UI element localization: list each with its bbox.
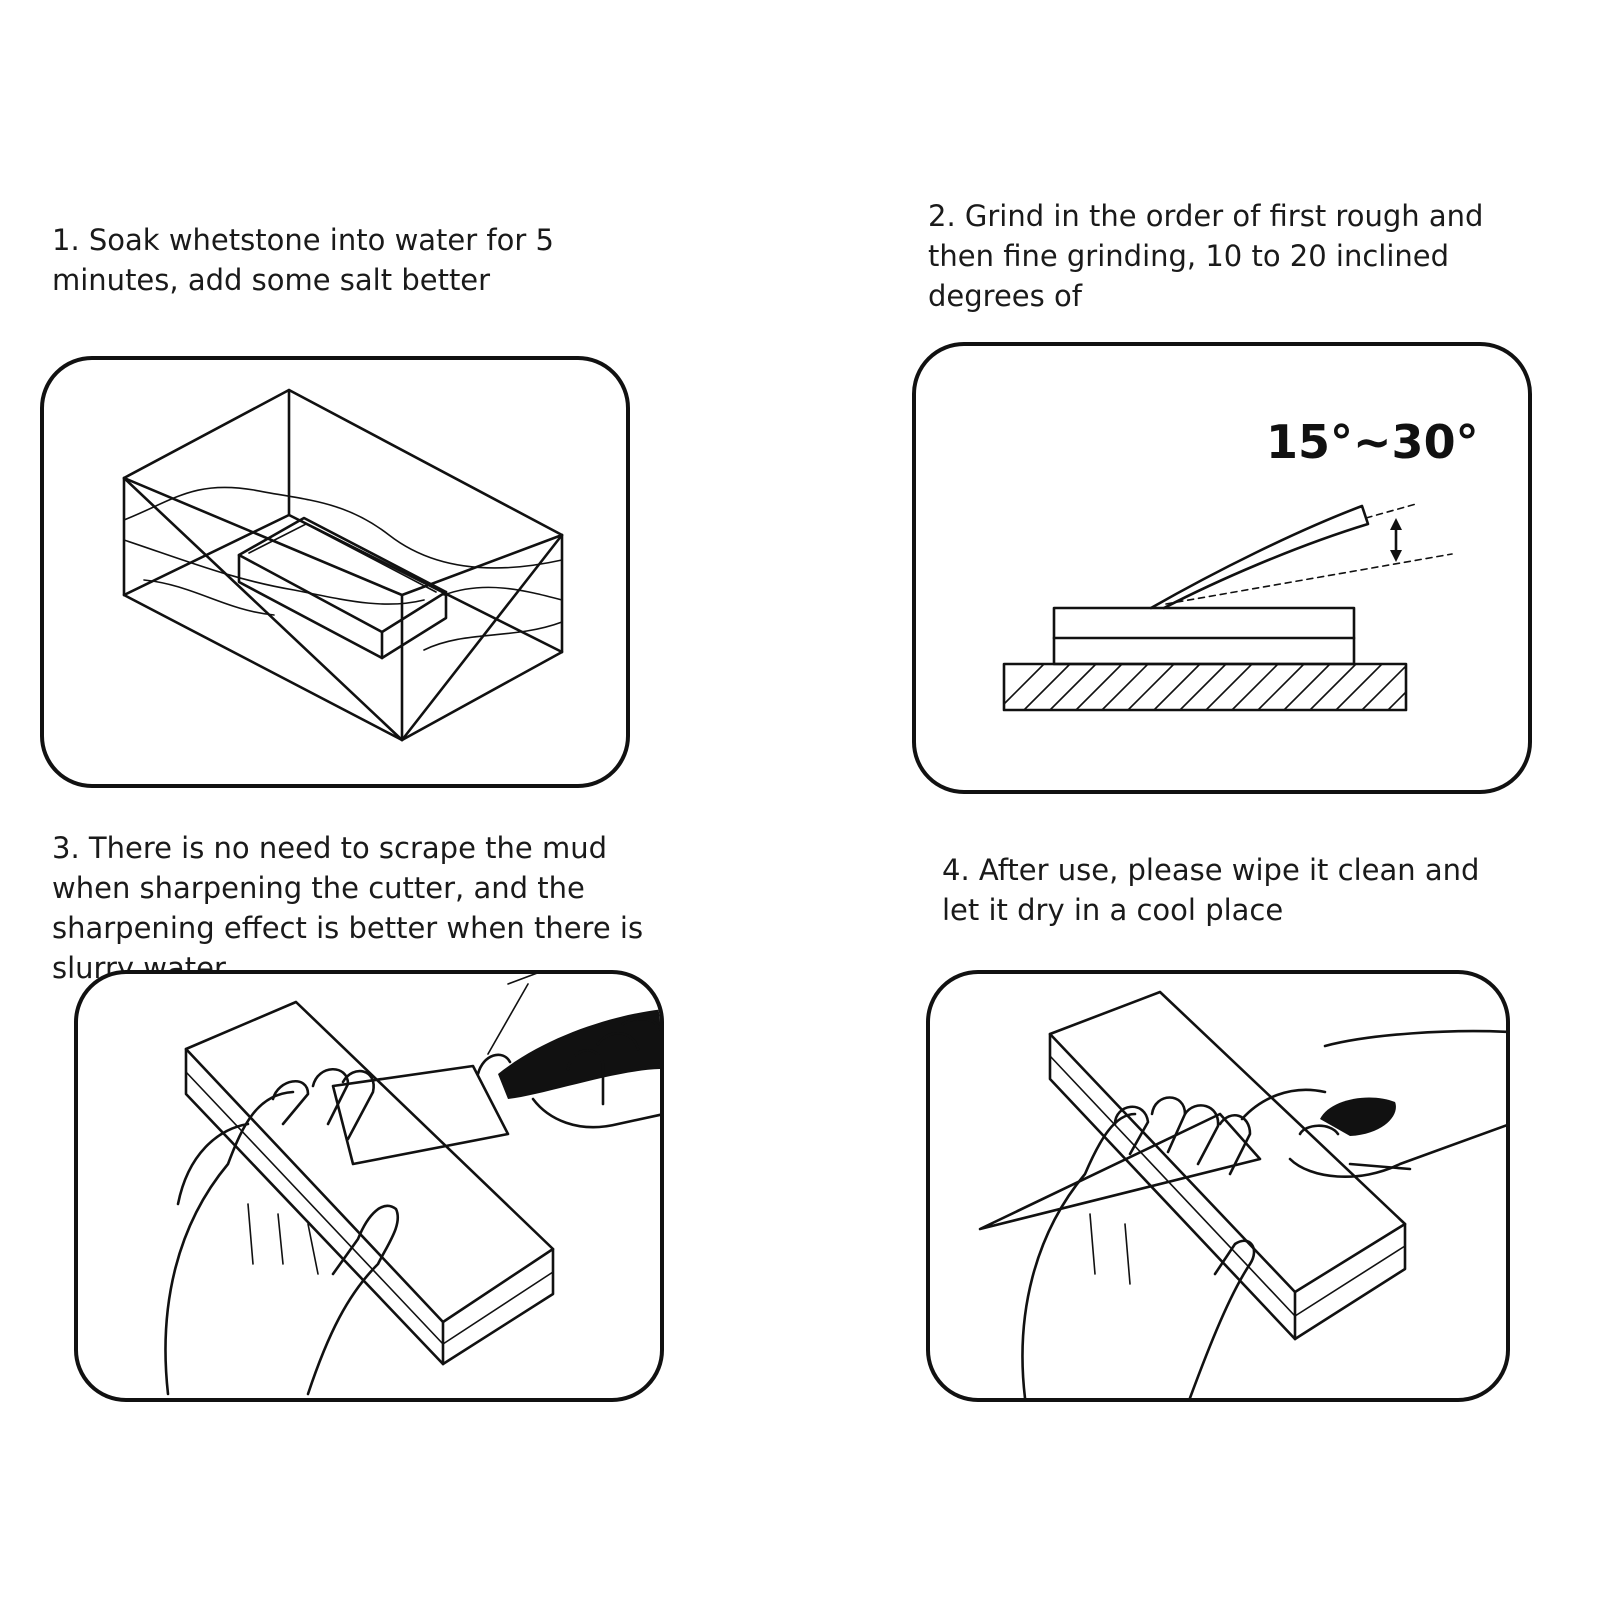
step-4-caption: 4. After use, please wipe it clean and l… [942,853,1480,927]
whetstone-soaking-icon [122,388,564,742]
step-2-illustration: 15°~30° [912,342,1532,794]
step-1-caption: 1. Soak whetstone into water for 5 minut… [52,223,554,297]
hands-wiping-icon [978,990,1506,1398]
step-3-caption: 3. There is no need to scrape the mud wh… [52,831,644,985]
step-3-illustration [74,970,664,1402]
step-2-caption: 2. Grind in the order of first rough and… [928,199,1484,313]
angle-label: 15°~30° [1266,415,1479,469]
hands-sharpening-icon [164,974,660,1396]
step-1-illustration [40,356,630,788]
step-4-illustration [926,970,1510,1402]
knife-angle-icon: 15°~30° [1002,415,1479,712]
